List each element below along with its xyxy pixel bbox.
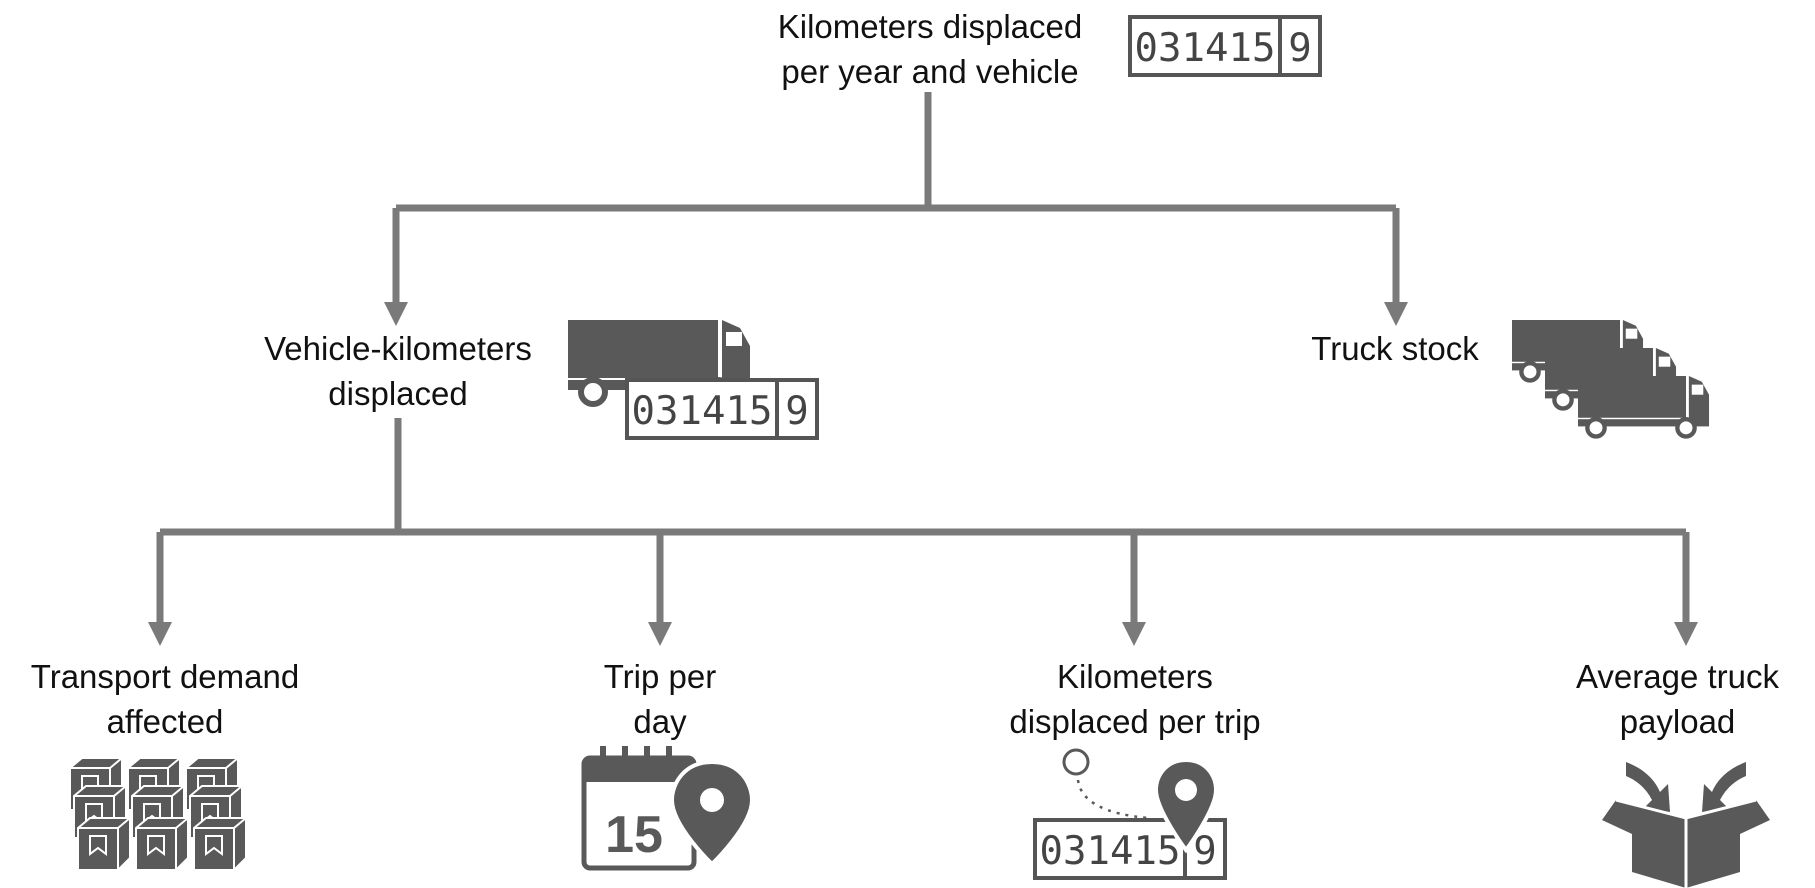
label-line: Transport demand — [30, 658, 300, 695]
average-payload-node-label: Average truck payload — [1540, 654, 1815, 744]
odometer-last-digit: 9 — [1288, 26, 1311, 71]
km-per-trip-node-label: Kilometers displaced per trip — [960, 654, 1310, 744]
odometer-last-digit: 9 — [785, 389, 808, 434]
calendar-pin-icon: 15 — [581, 746, 755, 871]
label-line: affected — [106, 703, 224, 740]
label-line: Trip per — [603, 658, 717, 695]
odometer-digits: 031415 — [1135, 26, 1276, 71]
label-line: Kilometers — [1057, 658, 1213, 695]
odometer-last-digit: 9 — [1193, 829, 1216, 874]
label-line: displaced per trip — [1009, 703, 1261, 740]
arrowhead — [1674, 622, 1698, 646]
boxes-icon — [69, 757, 247, 871]
label-line: day — [633, 703, 687, 740]
odometer-digits: 031415 — [632, 389, 773, 434]
label-line: Kilometers displaced — [777, 8, 1083, 45]
trip-per-day-node-label: Trip per day — [520, 654, 800, 744]
arrowhead — [384, 302, 408, 326]
label-line: per year and vehicle — [781, 53, 1079, 90]
map-pin-icon — [1153, 757, 1219, 854]
odometer-icon: 031415 9 — [1128, 15, 1322, 77]
arrowhead — [1122, 622, 1146, 646]
arrowheads — [148, 302, 1698, 646]
map-pin-icon — [669, 759, 755, 867]
label-line: payload — [1619, 703, 1736, 740]
arrowhead — [1384, 302, 1408, 326]
route-odometer-icon: 031415 9 — [1033, 748, 1227, 880]
truck-fleet-icon — [1512, 320, 1709, 436]
open-box-icon — [1602, 762, 1770, 888]
transport-demand-node-label: Transport demand affected — [0, 654, 330, 744]
connectors — [156, 92, 1690, 625]
label-line: Truck stock — [1311, 330, 1479, 367]
calendar-day: 15 — [605, 806, 663, 864]
truck-stock-node-label: Truck stock — [1280, 326, 1510, 371]
label-line: displaced — [328, 375, 468, 412]
label-line: Average truck — [1576, 658, 1779, 695]
vehicle-km-node-label: Vehicle-kilometers displaced — [208, 326, 588, 416]
arrowhead — [148, 622, 172, 646]
arrowhead — [648, 622, 672, 646]
label-line: Vehicle-kilometers — [264, 330, 532, 367]
truck-odometer-icon: 031415 9 — [568, 320, 819, 440]
odometer-digits: 031415 — [1040, 829, 1181, 874]
root-node-label: Kilometers displaced per year and vehicl… — [700, 4, 1160, 94]
